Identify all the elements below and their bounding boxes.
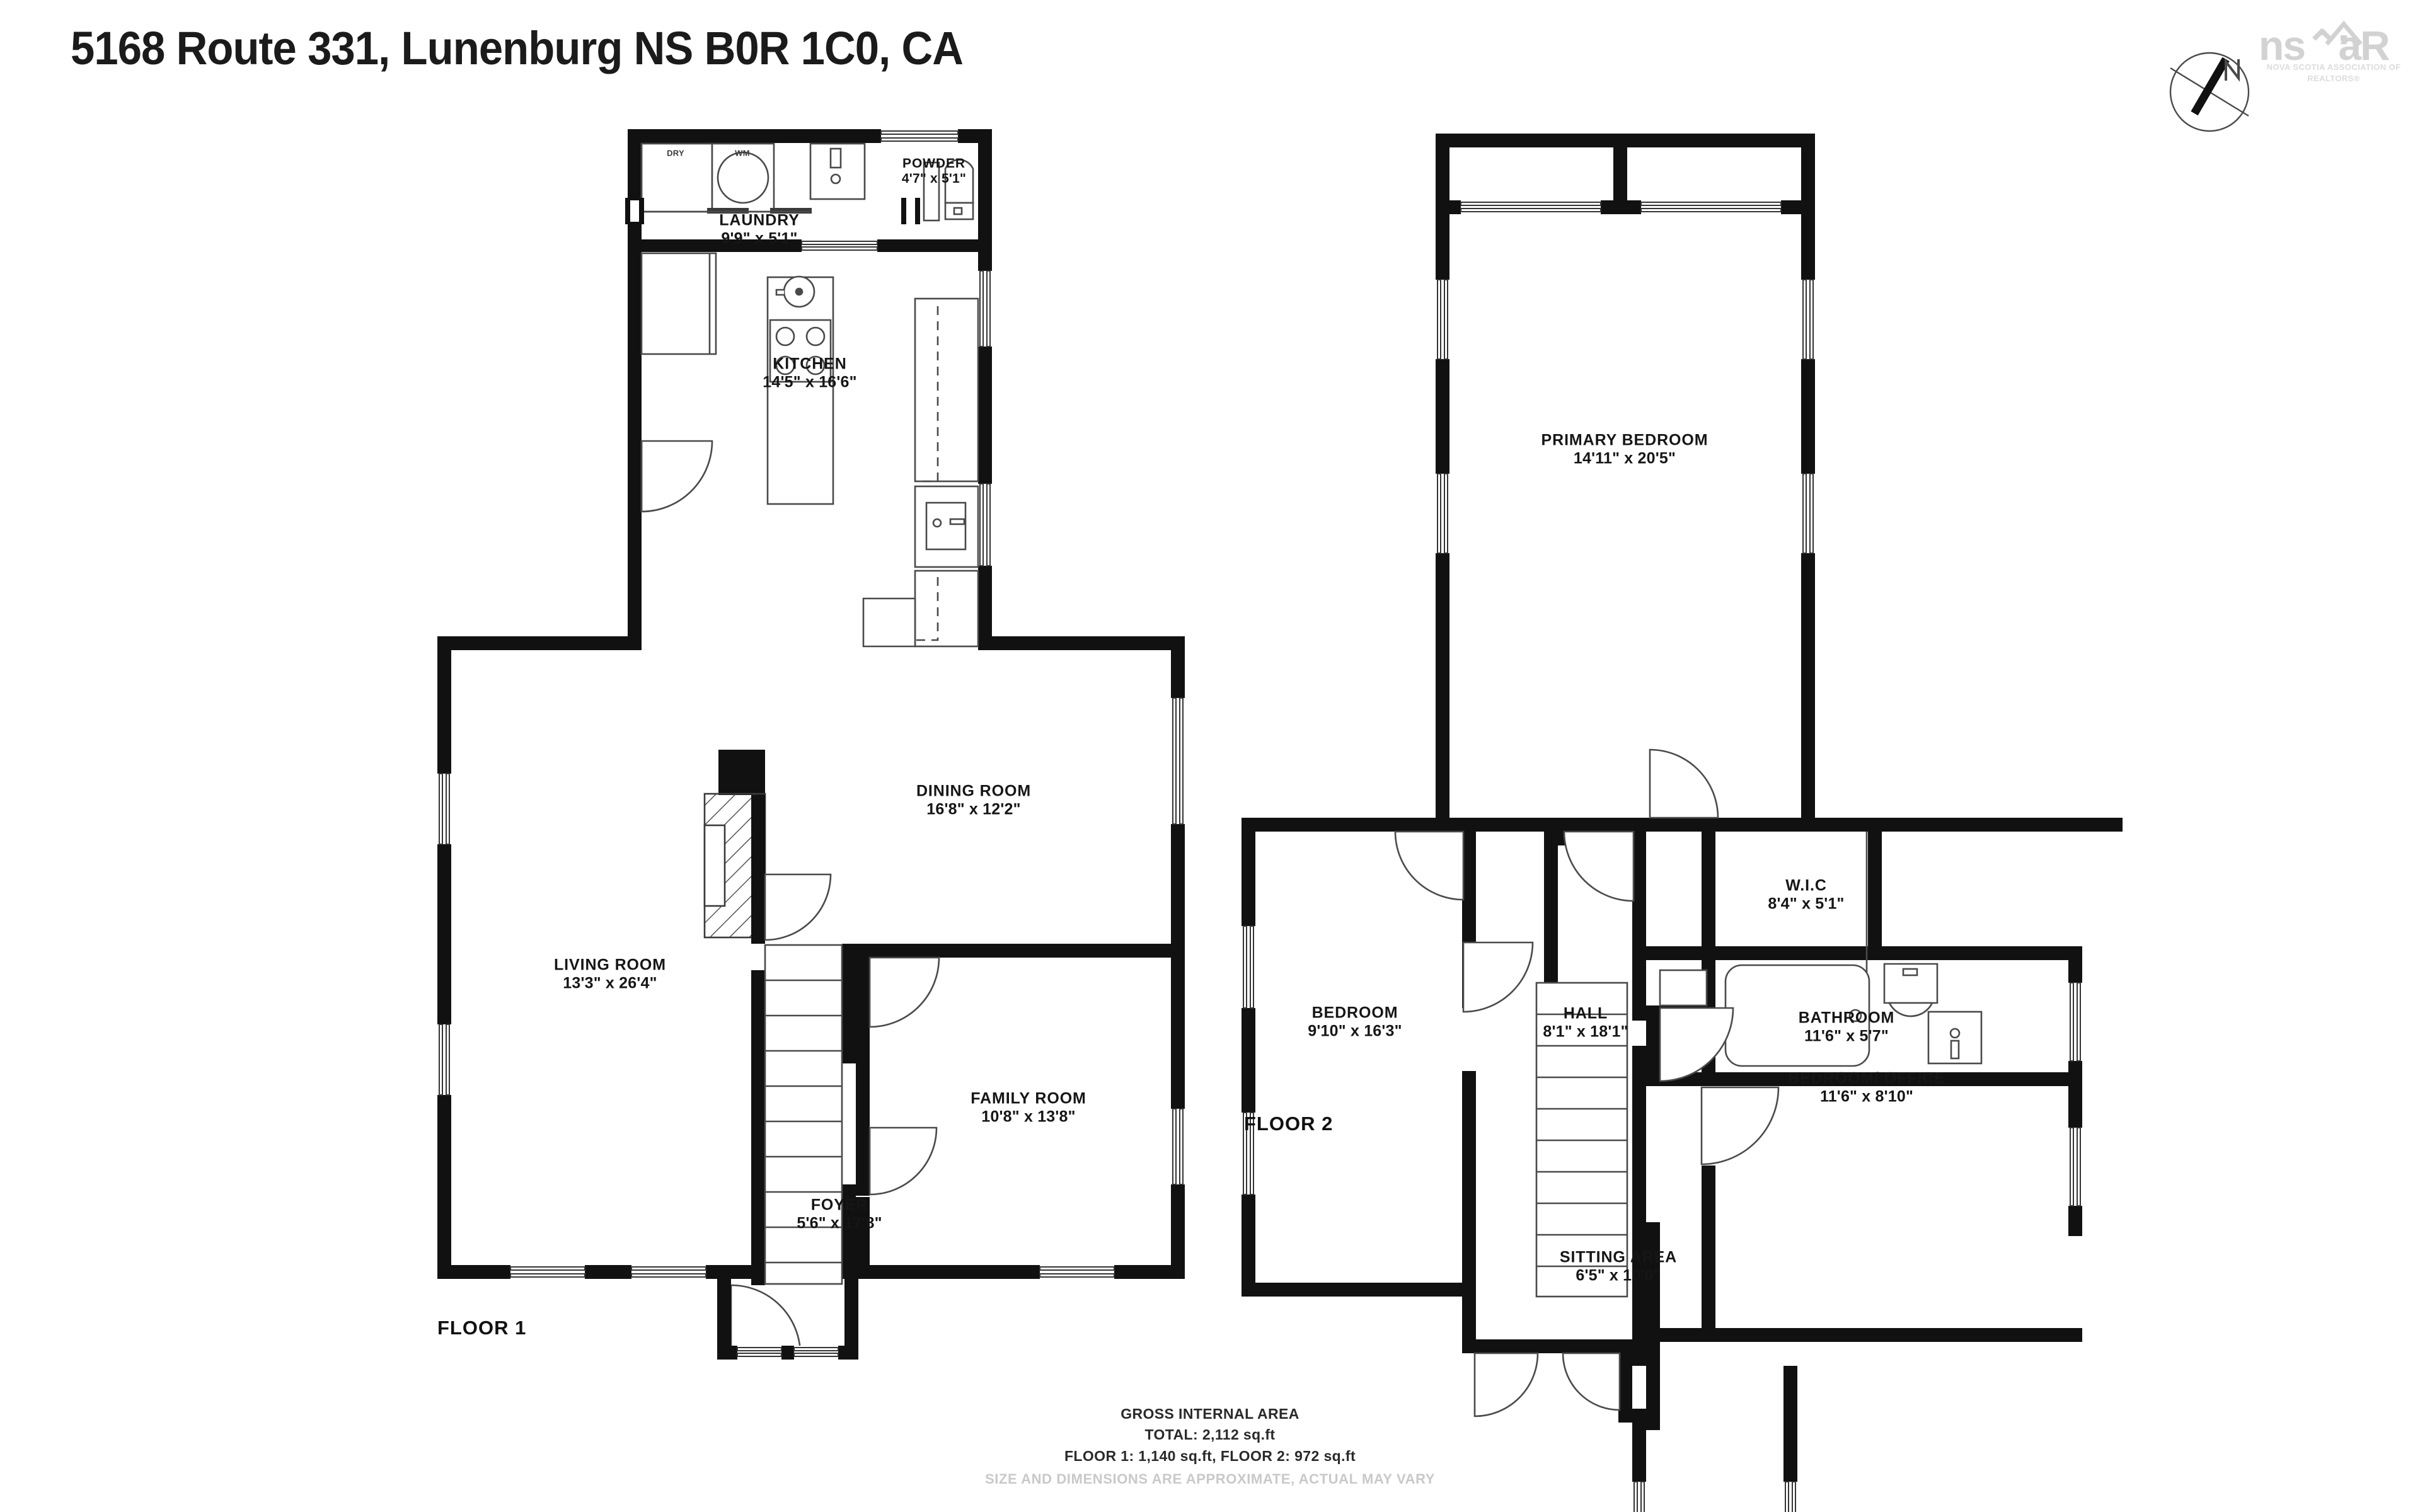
room-label-wic: W.I.C 8'4" x 5'1" bbox=[1768, 876, 1845, 913]
kitchen-counter-right bbox=[862, 297, 979, 648]
nsar-subtitle: NOVA SCOTIA ASSOCIATION OF REALTORS® bbox=[2266, 62, 2401, 83]
washer-label: WM bbox=[735, 148, 750, 158]
staircase-floor1 bbox=[764, 944, 843, 1285]
room-label-bedroom-office: BEDROOM/ OFFICE 11'6" x 8'10" bbox=[1788, 1069, 1945, 1106]
room-label-laundry: LAUNDRY 9'9" x 5'1" bbox=[719, 211, 800, 248]
total-area-value: TOTAL: 2,112 sq.ft bbox=[1144, 1426, 1276, 1443]
per-floor-area-value: FLOOR 1: 1,140 sq.ft, FLOOR 2: 972 sq.ft bbox=[1064, 1447, 1356, 1464]
staircase-floor2 bbox=[1535, 982, 1628, 1298]
bathroom-fixtures bbox=[1724, 963, 1983, 1067]
floor-1-drawing bbox=[437, 129, 1185, 1360]
kitchen-island bbox=[766, 275, 834, 505]
disclaimer-text: SIZE AND DIMENSIONS ARE APPROXIMATE, ACT… bbox=[984, 1471, 1436, 1487]
room-label-dining-room: DINING ROOM 16'8" x 12'2" bbox=[916, 782, 1032, 818]
page-title: 5168 Route 331, Lunenburg NS B0R 1C0, CA bbox=[71, 22, 964, 74]
nsar-wordmark: ns⌃aR bbox=[2259, 22, 2390, 69]
floor-1-label: FLOOR 1 bbox=[437, 1317, 527, 1339]
room-label-family-room: FAMILY ROOM 10'8" x 13'8" bbox=[971, 1089, 1086, 1126]
roof-icon bbox=[2325, 20, 2363, 45]
room-label-foyer: FOYER 5'6" x 17'8" bbox=[797, 1196, 882, 1232]
room-label-powder: POWDER 4'7" x 5'1" bbox=[901, 156, 967, 186]
floor-2-drawing bbox=[1242, 134, 2123, 1512]
doors-floor1 bbox=[640, 440, 940, 1356]
kitchen-cabinets bbox=[640, 252, 717, 355]
nsar-logo: ns⌃aR NOVA SCOTIA ASSOCIATION OF REALTOR… bbox=[2153, 4, 2405, 142]
powder-fixtures bbox=[923, 159, 974, 222]
room-label-bathroom: BATHROOM 11'6" x 5'7" bbox=[1798, 1009, 1895, 1045]
dryer-label: DRY bbox=[667, 148, 684, 158]
room-label-sitting-area: SITTING AREA 6'5" x 10'0" bbox=[1559, 1248, 1678, 1285]
room-label-hall: HALL 8'1" x 18'1" bbox=[1543, 1004, 1628, 1041]
room-label-kitchen: KITCHEN 14'5" x 16'6" bbox=[763, 355, 857, 391]
room-label-living-room: LIVING ROOM 13'3" x 26'4" bbox=[554, 956, 666, 992]
north-arrow-icon bbox=[2169, 52, 2250, 132]
footer-notes: GROSS INTERNAL AREA TOTAL: 2,112 sq.ft F… bbox=[0, 1404, 2420, 1490]
doors-floor2 bbox=[1394, 748, 1780, 1418]
gross-internal-area-heading: GROSS INTERNAL AREA bbox=[1121, 1406, 1299, 1422]
floor-2-label: FLOOR 2 bbox=[1244, 1113, 1334, 1135]
room-label-bedroom: BEDROOM 9'10" x 16'3" bbox=[1308, 1004, 1402, 1040]
room-label-primary-bedroom: PRIMARY BEDROOM 14'11" x 20'5" bbox=[1541, 431, 1708, 467]
